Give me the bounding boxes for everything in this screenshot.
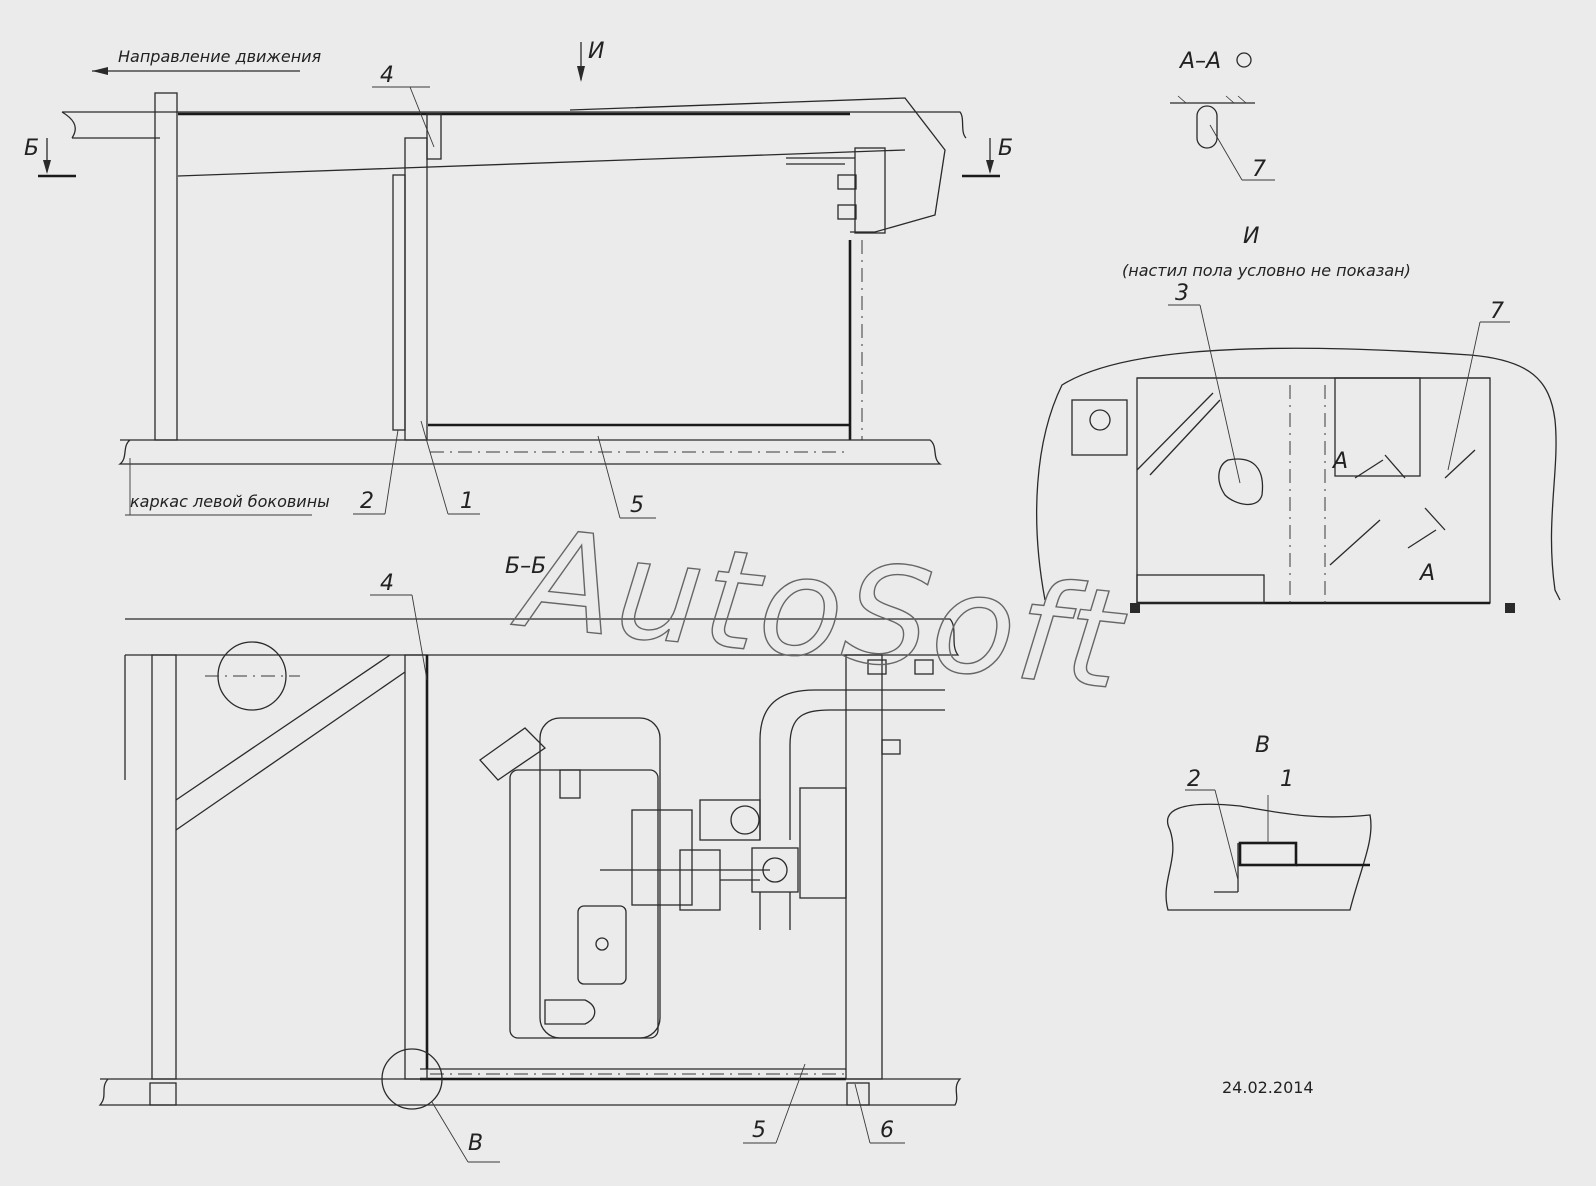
detail-marker-v: В [468, 1131, 483, 1156]
section-aa-title: А–А [1178, 49, 1221, 74]
tank-compartment [1136, 377, 1491, 604]
heater-label-plate [577, 905, 627, 985]
section-bb-title: Б–Б [505, 554, 546, 579]
frame-label: каркас левой боковины [130, 492, 330, 511]
callout-2-top: 2 [360, 489, 374, 514]
view-i-title: И [1243, 224, 1259, 249]
view-i-outline [1036, 347, 1561, 601]
exhaust-pipe [759, 689, 945, 760]
bb-bottom-beam [98, 1078, 962, 1106]
direction-arrowhead [92, 67, 108, 75]
upper-beam-outline [61, 111, 967, 139]
callout-3-i: 3 [1175, 281, 1189, 306]
slot-bolt [1196, 105, 1218, 149]
heater-nozzle [479, 727, 547, 781]
section-marker-a-bottom: А [1418, 561, 1435, 586]
callout-7-i: 7 [1490, 299, 1504, 324]
callout-6-bb: 6 [880, 1118, 894, 1143]
opening-blob [1218, 458, 1264, 506]
section-aa: А–А 7 [1170, 49, 1275, 182]
pipe-clamp [751, 847, 799, 893]
callout-4-top: 4 [380, 63, 394, 88]
view-v-outline [1165, 803, 1372, 911]
direction-label: Направление движения [118, 47, 322, 66]
callout-2-v: 2 [1187, 767, 1201, 792]
top-view: Направление движения И Б Б [24, 39, 1013, 519]
frame-post-left [154, 92, 178, 441]
lower-beam [118, 439, 942, 465]
side-wall-panel [404, 137, 428, 441]
view-v-title: В [1255, 733, 1270, 758]
mount-bracket [854, 147, 886, 234]
fuel-filter-box [1334, 377, 1421, 477]
view-v-tube [1238, 841, 1298, 867]
view-i: И (настил пола условно не показан) А А 3… [1036, 224, 1561, 613]
callout-5-bb: 5 [752, 1118, 766, 1143]
bb-side-wall [404, 654, 428, 1080]
view-i-marker: И [588, 39, 604, 64]
view-i-note: (настил пола условно не показан) [1122, 261, 1411, 280]
detail-v-circle [381, 1048, 443, 1110]
wheel-arch-outline [569, 97, 946, 233]
rotation-symbol [1236, 52, 1252, 68]
fuel-pump [631, 809, 693, 906]
callout-5-top: 5 [630, 493, 644, 518]
bb-top-beam [125, 618, 960, 656]
bb-diagonal-brace [175, 654, 391, 801]
section-bb: Б–Б [98, 554, 962, 1163]
callout-7-aa: 7 [1252, 157, 1266, 182]
callout-1-v: 1 [1280, 767, 1294, 792]
callout-1-top: 1 [460, 489, 474, 514]
watermark: AutoSoft [507, 500, 1133, 721]
section-b-left-label: Б [24, 136, 39, 161]
view-v: В 2 1 [1165, 733, 1372, 911]
section-b-right-label: Б [998, 136, 1013, 161]
callout-4-bb: 4 [380, 571, 394, 596]
bb-post-right [845, 654, 883, 1080]
drawing-date: 24.02.2014 [1222, 1078, 1314, 1097]
bb-post-left [151, 654, 177, 1080]
section-marker-a-top: А [1331, 449, 1348, 474]
